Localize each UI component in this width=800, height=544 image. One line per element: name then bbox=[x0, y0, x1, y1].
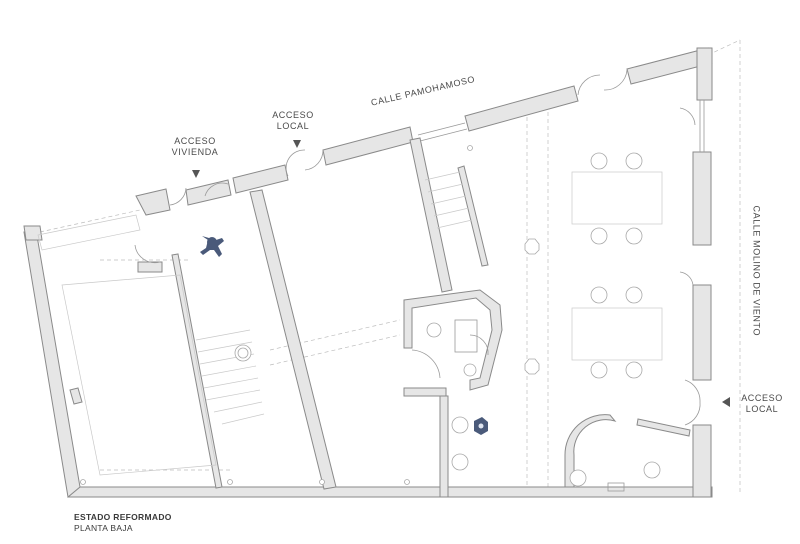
acceso-vivienda-label: ACCESO VIVIENDA bbox=[165, 136, 225, 158]
person-topview-icon bbox=[474, 417, 488, 435]
entry-arrow-local-right bbox=[722, 397, 730, 407]
exterior-walls bbox=[23, 47, 713, 498]
entry-arrow-vivienda bbox=[192, 170, 200, 178]
acceso-vivienda-line1: ACCESO bbox=[174, 136, 216, 146]
plan-caption-subtitle: PLANTA BAJA bbox=[74, 523, 133, 533]
person-figure-icon bbox=[200, 236, 224, 257]
wall-markers bbox=[80, 145, 473, 485]
door-swings bbox=[134, 69, 705, 426]
stairs bbox=[195, 171, 473, 425]
columns bbox=[524, 238, 540, 375]
bathroom-fixtures bbox=[426, 319, 661, 492]
plan-caption-title: ESTADO REFORMADO bbox=[74, 512, 172, 522]
acceso-vivienda-line2: VIVIENDA bbox=[171, 147, 219, 157]
interior-walls bbox=[69, 137, 691, 498]
chairs bbox=[590, 152, 643, 379]
entry-arrow-local-top bbox=[293, 140, 301, 148]
acceso-local-right-line1: ACCESO bbox=[741, 393, 783, 403]
acceso-local-right-label: ACCESO LOCAL bbox=[734, 393, 790, 415]
acceso-local-top-line2: LOCAL bbox=[276, 121, 310, 131]
street-label-east: CALLE MOLINO DE VIENTO bbox=[751, 205, 762, 337]
acceso-local-top-label: ACCESO LOCAL bbox=[266, 110, 320, 132]
acceso-local-right-line2: LOCAL bbox=[745, 404, 779, 414]
furniture-outlines bbox=[37, 171, 663, 476]
acceso-local-top-line1: ACCESO bbox=[272, 110, 314, 120]
